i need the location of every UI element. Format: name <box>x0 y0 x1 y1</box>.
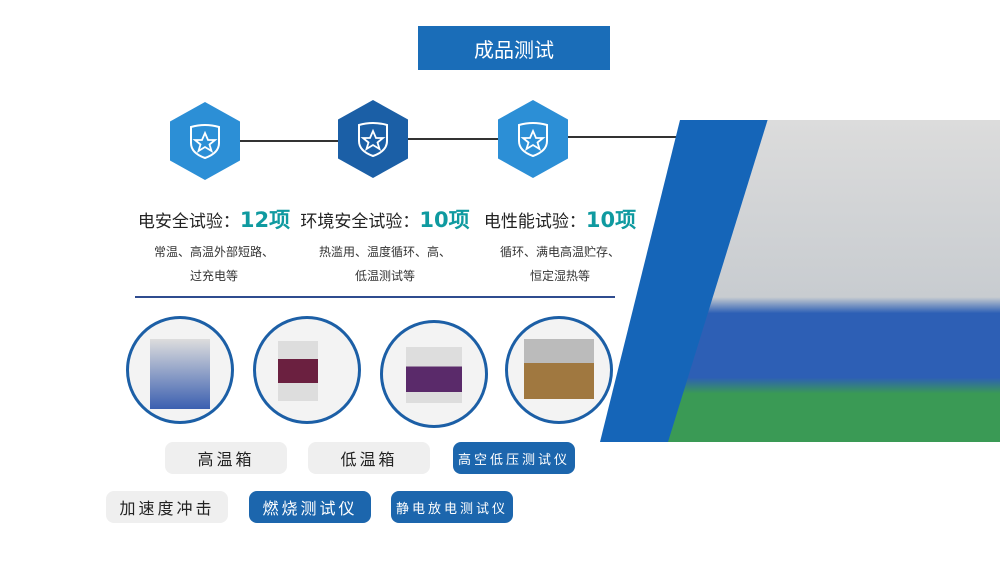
shield-star-icon <box>338 100 408 178</box>
equipment-photo-burning <box>505 316 613 424</box>
button-high-temp-chamber[interactable]: 高温箱 <box>165 442 287 474</box>
button-esd-tester[interactable]: 静电放电测试仪 <box>391 491 513 523</box>
category-name: 电性能试验： <box>483 212 586 232</box>
category-name: 电安全试验： <box>137 212 240 232</box>
category-desc: 低温测试等 <box>354 269 415 283</box>
button-low-pressure-tester[interactable]: 高空低压测试仪 <box>453 442 575 474</box>
category-count: 10项 <box>419 208 470 232</box>
button-burning-tester[interactable]: 燃烧测试仪 <box>249 491 371 523</box>
connector-line <box>565 136 705 138</box>
category-name: 环境安全试验： <box>300 212 420 232</box>
category-desc: 热滥用、温度循环、高、 <box>318 245 451 259</box>
equipment-photo-low-temp <box>380 320 488 428</box>
category-environmental-safety: 环境安全试验：10项 热滥用、温度循环、高、低温测试等 <box>265 204 505 288</box>
equipment-photo-high-temp <box>253 316 361 424</box>
connector-line <box>235 140 345 142</box>
equipment-photo-shock <box>126 316 234 424</box>
category-count: 10项 <box>585 208 637 232</box>
shield-star-icon <box>498 100 568 178</box>
shield-star-icon <box>170 102 240 180</box>
category-electrical-performance: 电性能试验：10项 循环、满电高温贮存、恒定湿热等 <box>440 204 680 288</box>
category-electrical-safety: 电安全试验：12项 常温、高温外部短路、过充电等 <box>94 204 334 288</box>
connector-line <box>405 138 505 140</box>
category-desc: 循环、满电高温贮存、 <box>499 245 620 259</box>
category-count: 12项 <box>239 208 291 232</box>
button-acceleration-shock[interactable]: 加速度冲击 <box>106 491 228 523</box>
section-title: 成品测试 <box>418 26 610 70</box>
category-desc: 过充电等 <box>189 269 238 283</box>
category-desc: 常温、高温外部短路、 <box>153 245 274 259</box>
divider <box>135 296 615 298</box>
button-low-temp-chamber[interactable]: 低温箱 <box>308 442 430 474</box>
category-desc: 恒定湿热等 <box>529 269 590 283</box>
